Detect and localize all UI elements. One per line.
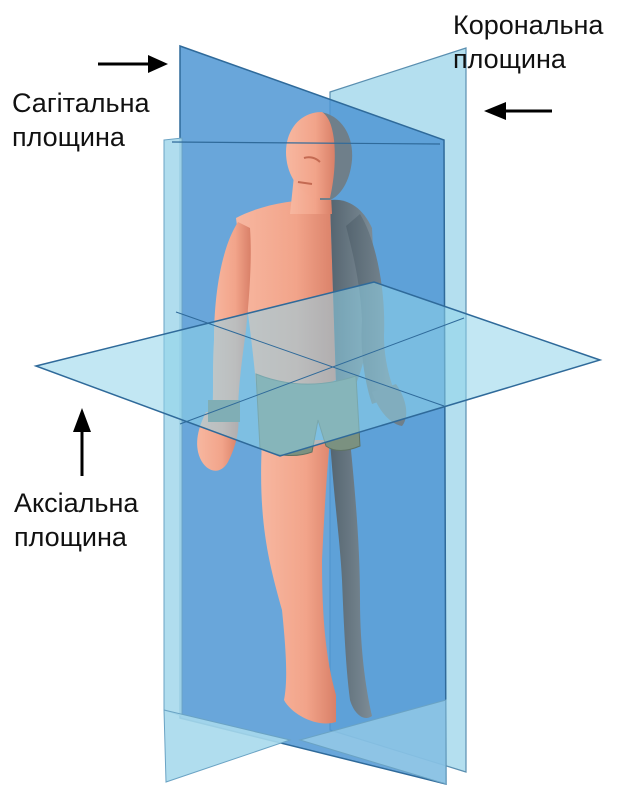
coronal-plane-label: Корональна площина: [453, 8, 603, 76]
sagittal-label-line1: Сагітальна: [12, 86, 150, 120]
coronal-label-line2: площина: [453, 42, 603, 76]
axial-plane-label: Аксіальна площина: [14, 486, 138, 554]
arrow-right-icon: [98, 55, 168, 73]
arrow-up-icon: [73, 408, 91, 476]
sagittal-label-line2: площина: [12, 120, 150, 154]
axial-plane: [36, 282, 600, 456]
sagittal-plane-label: Сагітальна площина: [12, 86, 150, 154]
coronal-label-line1: Корональна: [453, 8, 603, 42]
axial-label-line1: Аксіальна: [14, 486, 138, 520]
arrow-left-icon: [484, 102, 552, 120]
axial-label-line2: площина: [14, 520, 138, 554]
sagittal-plane-front-edge: [164, 138, 182, 716]
